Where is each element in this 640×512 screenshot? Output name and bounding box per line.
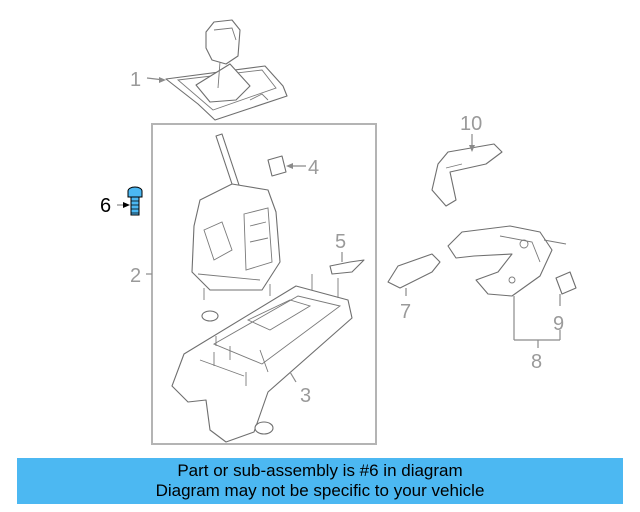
- info-banner: Part or sub-assembly is #6 in diagram Di…: [17, 458, 623, 504]
- callout-7: 7: [400, 301, 411, 323]
- banner-line-2: Diagram may not be specific to your vehi…: [155, 481, 485, 500]
- callout-4: 4: [308, 157, 319, 179]
- callout-9: 9: [553, 313, 564, 335]
- assembly-frame: [151, 123, 377, 445]
- part-3-base-bracket: [171, 274, 353, 443]
- callout-2: 2: [130, 265, 141, 287]
- callout-8: 8: [531, 351, 542, 373]
- callout-6: 6: [100, 195, 111, 217]
- part-4-clip: [267, 155, 287, 177]
- part-5-bracket: [329, 259, 365, 275]
- part-2-shifter-mechanism: [191, 133, 281, 322]
- part-7-handle-grip: [387, 253, 441, 289]
- callout-3: 3: [300, 385, 311, 407]
- callout-5: 5: [335, 231, 346, 253]
- callout-10: 10: [460, 113, 482, 135]
- callout-1: 1: [130, 69, 141, 91]
- part-10-lever-handle: [431, 143, 503, 207]
- banner-line-1: Part or sub-assembly is #6 in diagram: [177, 461, 463, 480]
- part-8-parking-brake-lever: [447, 225, 567, 297]
- part-1-shift-knob-bezel: [165, 19, 288, 121]
- parts-diagram: 1 2 3 4 5 6 7 8 9 10: [100, 19, 577, 445]
- part-6-bolt: [127, 186, 143, 216]
- part-9-bracket: [555, 271, 577, 295]
